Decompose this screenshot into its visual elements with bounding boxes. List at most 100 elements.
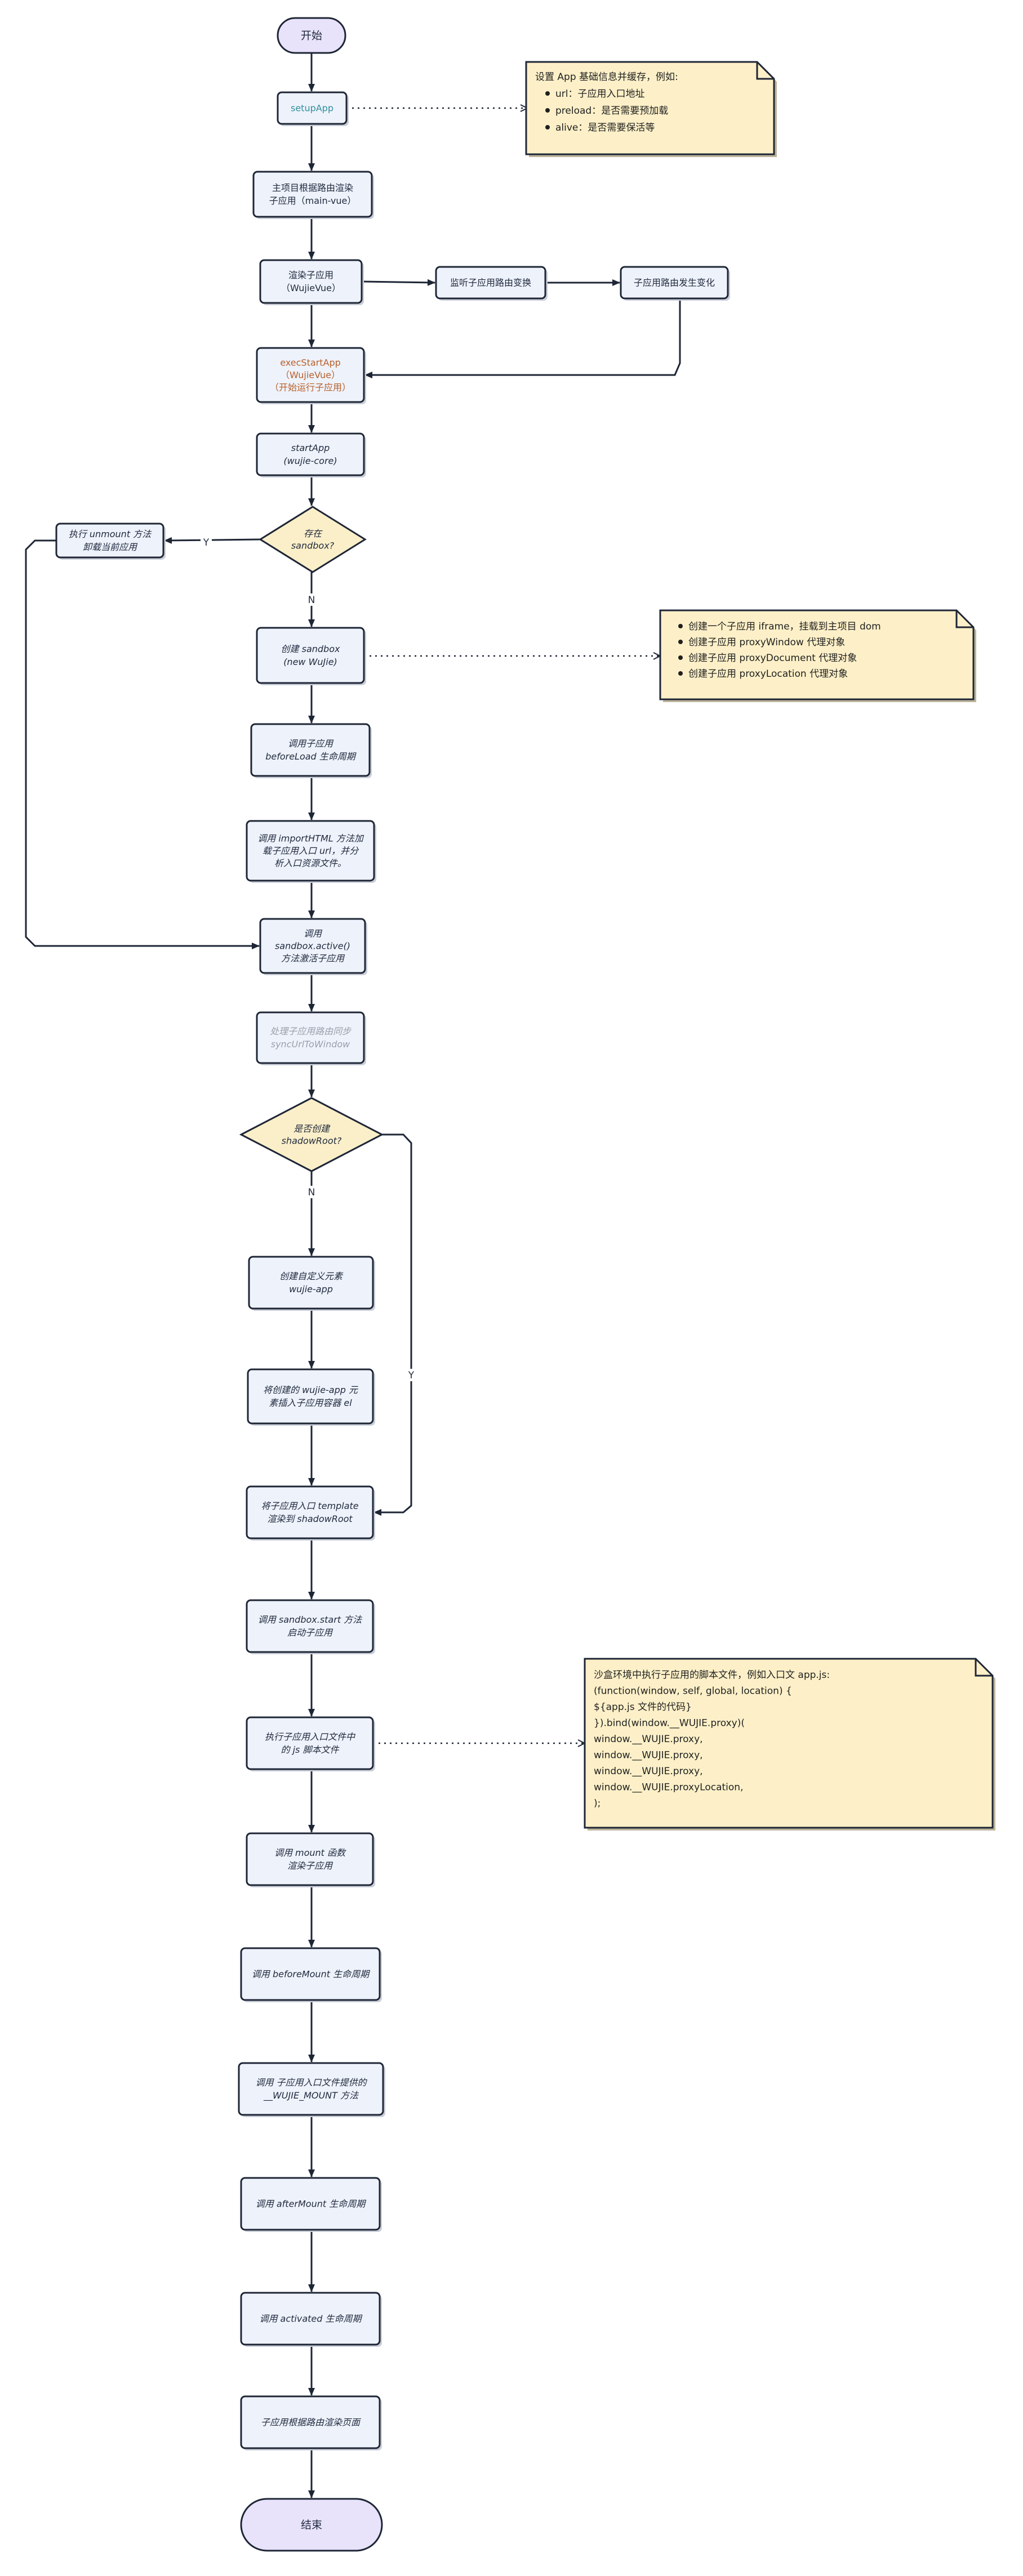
edge-label-bg <box>306 1186 317 1198</box>
nodes-layer: 开始setupApp主项目根据路由渲染子应用（main-vue）渲染子应用（Wu… <box>55 17 995 2552</box>
wujie_mount-text: __WUJIE_MOUNT 方法 <box>263 2090 359 2101</box>
edge-label-bg <box>306 593 317 606</box>
bullet-icon <box>678 655 683 660</box>
setupApp-text: setupApp <box>291 103 333 114</box>
end-text: 结束 <box>301 2519 322 2532</box>
sync_url-text: syncUrlToWindow <box>271 1039 350 1050</box>
create_sandbox-text: (new WuJie) <box>283 657 337 667</box>
process-shape <box>240 2395 381 2449</box>
edge-label-no-1: N <box>308 595 315 606</box>
note-script-line: window.__WUJIE.proxy, <box>594 1750 703 1761</box>
node-after-mount: 调用 afterMount 生命周期 <box>240 2177 382 2232</box>
sandbox_start-text: 启动子应用 <box>287 1627 333 1638</box>
bullet-icon <box>678 671 683 676</box>
note-shape <box>659 609 975 700</box>
edge-label-bg <box>406 1369 417 1381</box>
activated-text: 调用 activated 生命周期 <box>259 2314 362 2324</box>
note-setup: 设置 App 基础信息并缓存，例如:url：子应用入口地址preload：是否需… <box>525 61 777 157</box>
note-setup-item: alive：是否需要保活等 <box>555 122 655 133</box>
start_app-text: (wujie-core) <box>283 456 337 466</box>
node-render-child: 渲染子应用（WujieVue） <box>259 259 364 305</box>
process-shape <box>240 1947 381 2001</box>
node-wujie-mount: 调用 子应用入口文件提供的 __WUJIE_MOUNT 方法 <box>238 2062 385 2117</box>
node-exec-start: execStartApp（WujieVue）（开始运行子应用） <box>256 347 366 404</box>
note-sandbox-item: 创建子应用 proxyLocation 代理对象 <box>688 668 848 680</box>
render_child-text: 渲染子应用 <box>288 270 333 280</box>
note-script: 沙盒环境中执行子应用的脚本文件，例如入口文 app.js:(function(w… <box>584 1658 995 1831</box>
unmount-text: 卸载当前应用 <box>83 542 138 552</box>
bullet-icon <box>678 640 683 644</box>
node-route-change: 子应用路由发生变化 <box>620 266 730 301</box>
node-end: 结束 <box>240 2498 383 2552</box>
create_element-text: 创建自定义元素 <box>279 1271 344 1282</box>
before_load-text: beforeLoad 生命周期 <box>265 751 357 762</box>
sandbox_active-text: 调用 <box>304 928 323 939</box>
route_change-text: 子应用路由发生变化 <box>634 278 715 288</box>
note-shape <box>525 61 775 155</box>
create_element-text: wujie-app <box>289 1284 333 1294</box>
sync_url-text: 处理子应用路由同步 <box>270 1026 352 1037</box>
note-fold <box>756 62 774 80</box>
note-sandbox-item: 创建子应用 proxyDocument 代理对象 <box>688 653 857 664</box>
process-shape <box>246 1716 374 1770</box>
process-shape <box>259 259 363 304</box>
note-script-line: window.__WUJIE.proxy, <box>594 1766 703 1777</box>
note-sandbox-item: 创建一个子应用 iframe，挂载到主项目 dom <box>688 621 881 632</box>
import_html-text: 调用 importHTML 方法加 <box>257 833 364 844</box>
render_template-text: 将子应用入口 template <box>261 1501 358 1511</box>
process-shape <box>256 347 365 403</box>
process-shape <box>250 723 371 777</box>
import_html-text: 载子应用入口 url，并分 <box>263 846 359 856</box>
node-start: 开始 <box>277 17 346 54</box>
mount-text: 渲染子应用 <box>287 1860 333 1871</box>
process-shape <box>246 1485 374 1539</box>
process-shape <box>240 2177 381 2231</box>
process-shape <box>256 627 365 684</box>
before_load-text: 调用子应用 <box>288 738 334 749</box>
process-shape <box>247 1368 374 1425</box>
sandbox_exists-text: sandbox? <box>291 540 335 551</box>
sandbox_active-text: sandbox.active() <box>275 941 350 952</box>
note-shape <box>584 1658 994 1829</box>
node-activated: 调用 activated 生命周期 <box>240 2292 382 2347</box>
process-shape <box>252 171 373 218</box>
bullet-icon <box>545 125 550 130</box>
note-fold <box>975 1659 993 1677</box>
process-shape <box>246 820 375 882</box>
note-script-line: ); <box>594 1798 601 1809</box>
process-shape <box>55 523 164 559</box>
note-script-line: window.__WUJIE.proxyLocation, <box>594 1782 743 1793</box>
create_shadow-text: shadowRoot? <box>282 1135 342 1146</box>
edge-label-no-2: N <box>308 1187 315 1198</box>
terminal-shape <box>277 17 346 54</box>
sandbox_exists-text: 存在 <box>304 528 323 539</box>
mount-text: 调用 mount 函数 <box>274 1847 346 1858</box>
node-before-load: 调用子应用 beforeLoad 生命周期 <box>250 723 372 778</box>
node-create-sandbox: 创建 sandbox(new WuJie) <box>256 627 366 685</box>
note-script-line: window.__WUJIE.proxy, <box>594 1734 703 1745</box>
note-script-line: ${app.js 文件的代码} <box>594 1702 692 1713</box>
before_mount-text: 调用 beforeMount 生命周期 <box>252 1969 370 1980</box>
unmount-text: 执行 unmount 方法 <box>69 529 152 539</box>
bullet-icon <box>545 91 550 96</box>
render_template-text: 渲染到 shadowRoot <box>267 1514 353 1524</box>
note-fold <box>955 610 973 628</box>
process-shape <box>238 2062 384 2116</box>
arrow-unmount-to-active <box>25 539 260 949</box>
import_html-text: 析入口资源文件。 <box>274 858 346 869</box>
main_render-text: 主项目根据路由渲染 <box>272 182 353 193</box>
process-shape <box>256 432 365 476</box>
note-setup-title: 设置 App 基础信息并缓存，例如: <box>535 72 678 83</box>
exec_js-text: 执行子应用入口文件中 <box>265 1731 356 1742</box>
edge-label-bg <box>201 536 212 548</box>
exec_start-text: execStartApp <box>280 358 341 368</box>
wujie_mount-text: 调用 子应用入口文件提供的 <box>255 2077 367 2088</box>
